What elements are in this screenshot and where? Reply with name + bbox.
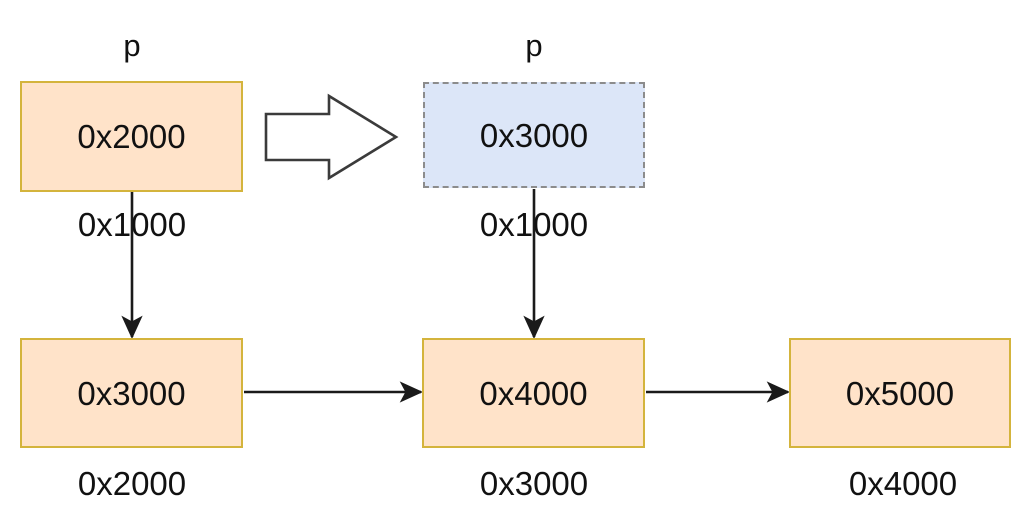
node-list-3[interactable]: 0x5000 [789,338,1011,448]
node-list-1[interactable]: 0x3000 [20,338,243,448]
pointer-label-before: p [123,28,141,63]
node-list-2[interactable]: 0x4000 [422,338,645,448]
pointer-label-after: p [525,28,543,63]
address-caption-after: 0x1000 [479,206,589,243]
node-before-value[interactable]: 0x2000 [20,81,243,192]
address-caption-before: 0x1000 [77,206,187,243]
address-caption-list-1: 0x2000 [77,465,187,502]
address-caption-list-3: 0x4000 [848,465,958,502]
block-arrow-icon [264,93,399,181]
address-caption-list-2: 0x3000 [479,465,589,502]
node-after-value[interactable]: 0x3000 [423,82,645,188]
